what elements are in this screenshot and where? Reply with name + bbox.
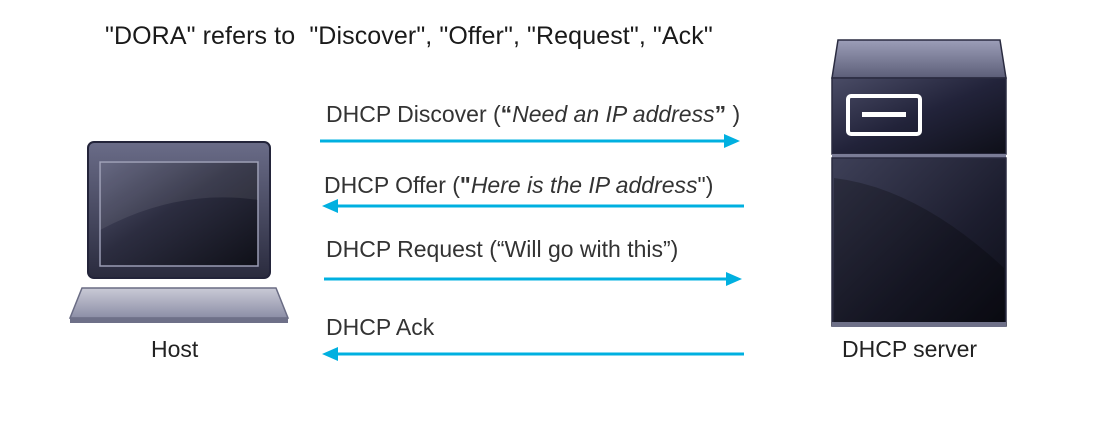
discover-quote: Need an IP address (512, 101, 715, 127)
discover-suffix: ) (726, 101, 741, 127)
discover-message-label: DHCP Discover (“Need an IP address” ) (326, 101, 740, 128)
discover-arrow-to-server (320, 134, 740, 148)
host-label: Host (151, 336, 199, 362)
offer-arrow-to-host (322, 199, 744, 213)
offer-prefix: DHCP Offer ( (324, 172, 460, 198)
ack-arrow-to-host (322, 347, 744, 361)
discover-prefix: DHCP Discover ( (326, 101, 501, 127)
host-laptop-icon (68, 141, 290, 323)
request-arrow-to-server (324, 272, 742, 286)
dhcp-server-label: DHCP server (842, 336, 978, 362)
offer-close-quote: " (697, 172, 706, 198)
diagram-title: "DORA" refers to "Discover", "Offer", "R… (105, 22, 713, 50)
offer-quote: Here is the IP address (470, 172, 698, 198)
dhcp-server-icon (831, 39, 1007, 327)
discover-open-quote: “ (500, 101, 513, 127)
offer-suffix: ) (705, 172, 714, 198)
discover-close-quote: ” (714, 101, 727, 127)
offer-open-quote: " (459, 172, 471, 198)
request-message-label: DHCP Request (“Will go with this”) (326, 236, 679, 262)
offer-message-label: DHCP Offer ("Here is the IP address") (324, 172, 713, 199)
ack-message-label: DHCP Ack (326, 314, 435, 340)
